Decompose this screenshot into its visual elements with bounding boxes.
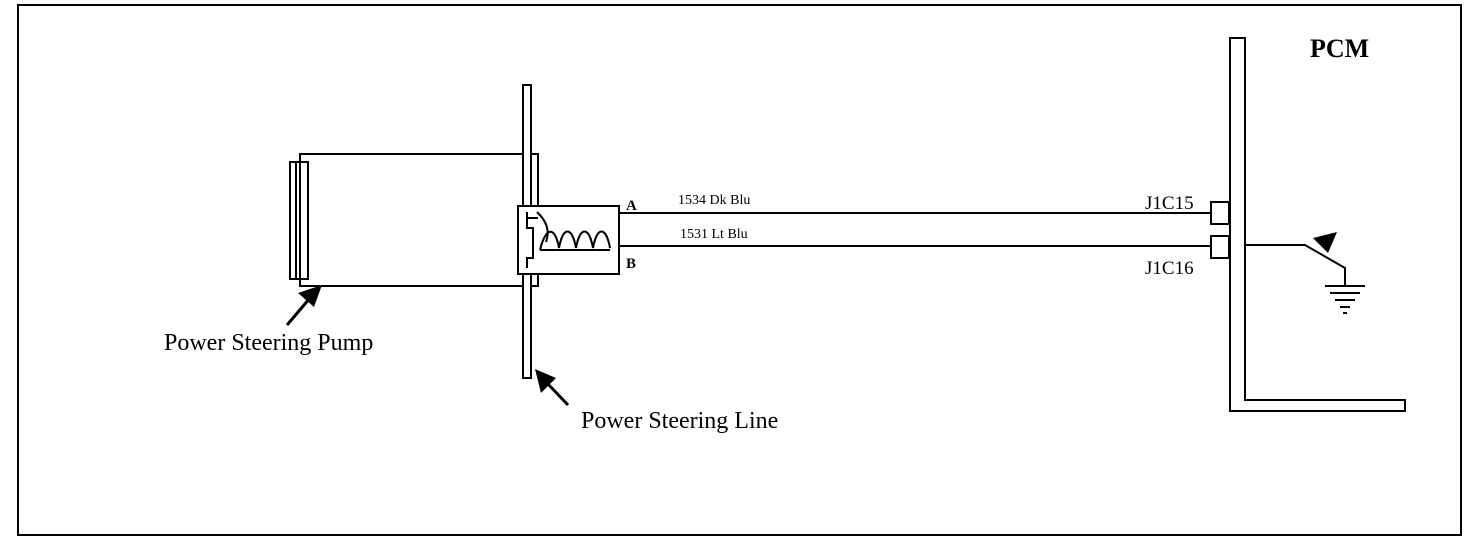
- pcm-label: PCM: [1310, 34, 1369, 63]
- terminal-1-label: J1C15: [1145, 193, 1194, 214]
- ground-arrow-icon: [1313, 232, 1337, 253]
- line-arrow-icon: [535, 369, 570, 407]
- diagram-frame: [17, 4, 1462, 536]
- power-steering-pump: [289, 153, 539, 287]
- wires: [619, 212, 1211, 247]
- pump-arrow-icon: [285, 285, 322, 326]
- pin-a-label: A: [626, 198, 637, 214]
- pump-label: Power Steering Pump: [164, 330, 373, 356]
- pin-b-label: B: [626, 256, 636, 272]
- wire-1-label: 1534 Dk Blu: [678, 193, 750, 208]
- pcm-module: [1229, 37, 1406, 412]
- pressure-switch: [517, 205, 620, 275]
- terminal-2-label: J1C16: [1145, 258, 1194, 279]
- terminal-j1c15: [1210, 201, 1230, 225]
- wire-2-label: 1531 Lt Blu: [680, 227, 748, 242]
- ground-symbol: [1245, 244, 1365, 314]
- terminal-j1c16: [1210, 235, 1230, 259]
- line-label: Power Steering Line: [581, 408, 778, 434]
